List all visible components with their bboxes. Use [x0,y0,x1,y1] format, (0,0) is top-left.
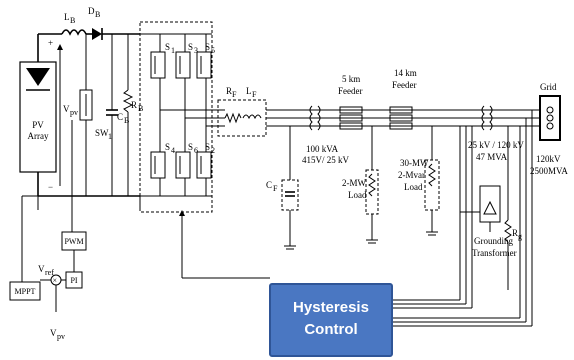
lb-label: L [64,12,70,22]
load30-label-3: Load [404,182,423,192]
s1-label: S [165,42,170,52]
load30-label-1: 30-MW [400,158,429,168]
tx1-label-1: 100 kVA [306,144,339,154]
hysteresis-label: Hysteresis [293,299,369,316]
svg-text:F: F [252,90,257,99]
grid-label-1: 120kV [536,154,561,164]
s2-label: S [205,142,210,152]
svg-text:1: 1 [171,46,175,55]
rf-label: R [226,86,232,96]
feeder-14km [389,106,413,130]
feeder5-label-2: Feeder [338,86,363,96]
load2-label-1: 2-MW [342,178,366,188]
svg-text:F: F [273,184,278,193]
switch-s6 [175,151,191,179]
pv-array-label-2: Array [28,131,49,141]
pwm-label: PWM [64,237,83,246]
feeder-5km [339,106,363,130]
svg-text:B: B [138,104,143,113]
switch-s4 [150,151,166,179]
resistor-rb [122,89,134,113]
svg-text:ref: ref [45,268,54,277]
inverter-box [139,21,213,213]
feeder14-label-2: Feeder [392,80,417,90]
lf-label: L [246,86,252,96]
feeder5-label-1: 5 km [342,74,360,84]
switch-s2 [196,151,212,179]
capacitor-cf [281,179,299,211]
vpv-bottom-label: V [50,328,57,338]
db-label: D [88,6,95,16]
svg-text:3: 3 [194,46,198,55]
svg-text:F: F [232,90,237,99]
switch-s3 [175,51,191,79]
s3-label: S [188,42,193,52]
diode-db [92,28,102,40]
plus-sign: + [48,38,53,48]
resistor-rg [504,219,512,243]
grid-label-2: 2500MVA [530,166,568,176]
s4-label: S [165,142,170,152]
minus-sign: − [48,182,53,192]
switch-s5 [196,51,212,79]
inductor-lb [61,29,87,36]
mppt-label: MPPT [15,287,36,296]
ground-label-2: Transformer [472,248,517,258]
svg-text:2: 2 [211,146,215,155]
svg-text:×: × [53,276,58,285]
svg-text:B: B [70,16,75,25]
inductor-lf [242,114,262,120]
grid-source [539,95,561,141]
s6-label: S [188,142,193,152]
tx2-label-2: 47 MVA [476,152,508,162]
svg-text:B: B [95,10,100,19]
svg-text:B: B [124,116,129,125]
tx1-label-2: 415V/ 25 kV [302,155,350,165]
rb-label: R [131,100,137,110]
load-2mw [365,169,379,215]
vpv-label: V [63,104,70,114]
hysteresis-control-block [269,283,393,357]
control-label: Control [304,321,357,338]
s5-label: S [205,42,210,52]
cf-label: C [266,180,272,190]
svg-text:pv: pv [57,332,65,341]
svg-text:5: 5 [211,46,215,55]
load2-label-2: Load [348,190,367,200]
svg-text:1: 1 [108,132,112,141]
cb-label: C [117,112,123,122]
transformer-2 [481,105,493,131]
svg-text:4: 4 [171,146,175,155]
grid-label: Grid [540,82,557,92]
mppt-block [9,281,41,301]
vref-label: V [38,264,45,274]
switch-sw1 [79,89,93,121]
pi-label: PI [70,276,77,285]
transformer-1 [309,105,321,131]
switch-s1 [150,51,166,79]
grounding-transformer [479,185,501,223]
pv-array: PV Array [19,61,57,173]
resistor-rf [224,112,242,124]
rg-label: R [512,228,518,238]
ground-label-1: Grounding [474,236,513,246]
sw1-label: SW [95,128,109,138]
svg-text:pv: pv [70,108,78,117]
feeder14-label-1: 14 km [394,68,417,78]
svg-text:6: 6 [194,146,198,155]
load30-label-2: 2-Mvar [398,170,425,180]
tx2-label-1: 25 kV / 120 kV [468,140,524,150]
pv-array-label-1: PV [32,120,44,130]
